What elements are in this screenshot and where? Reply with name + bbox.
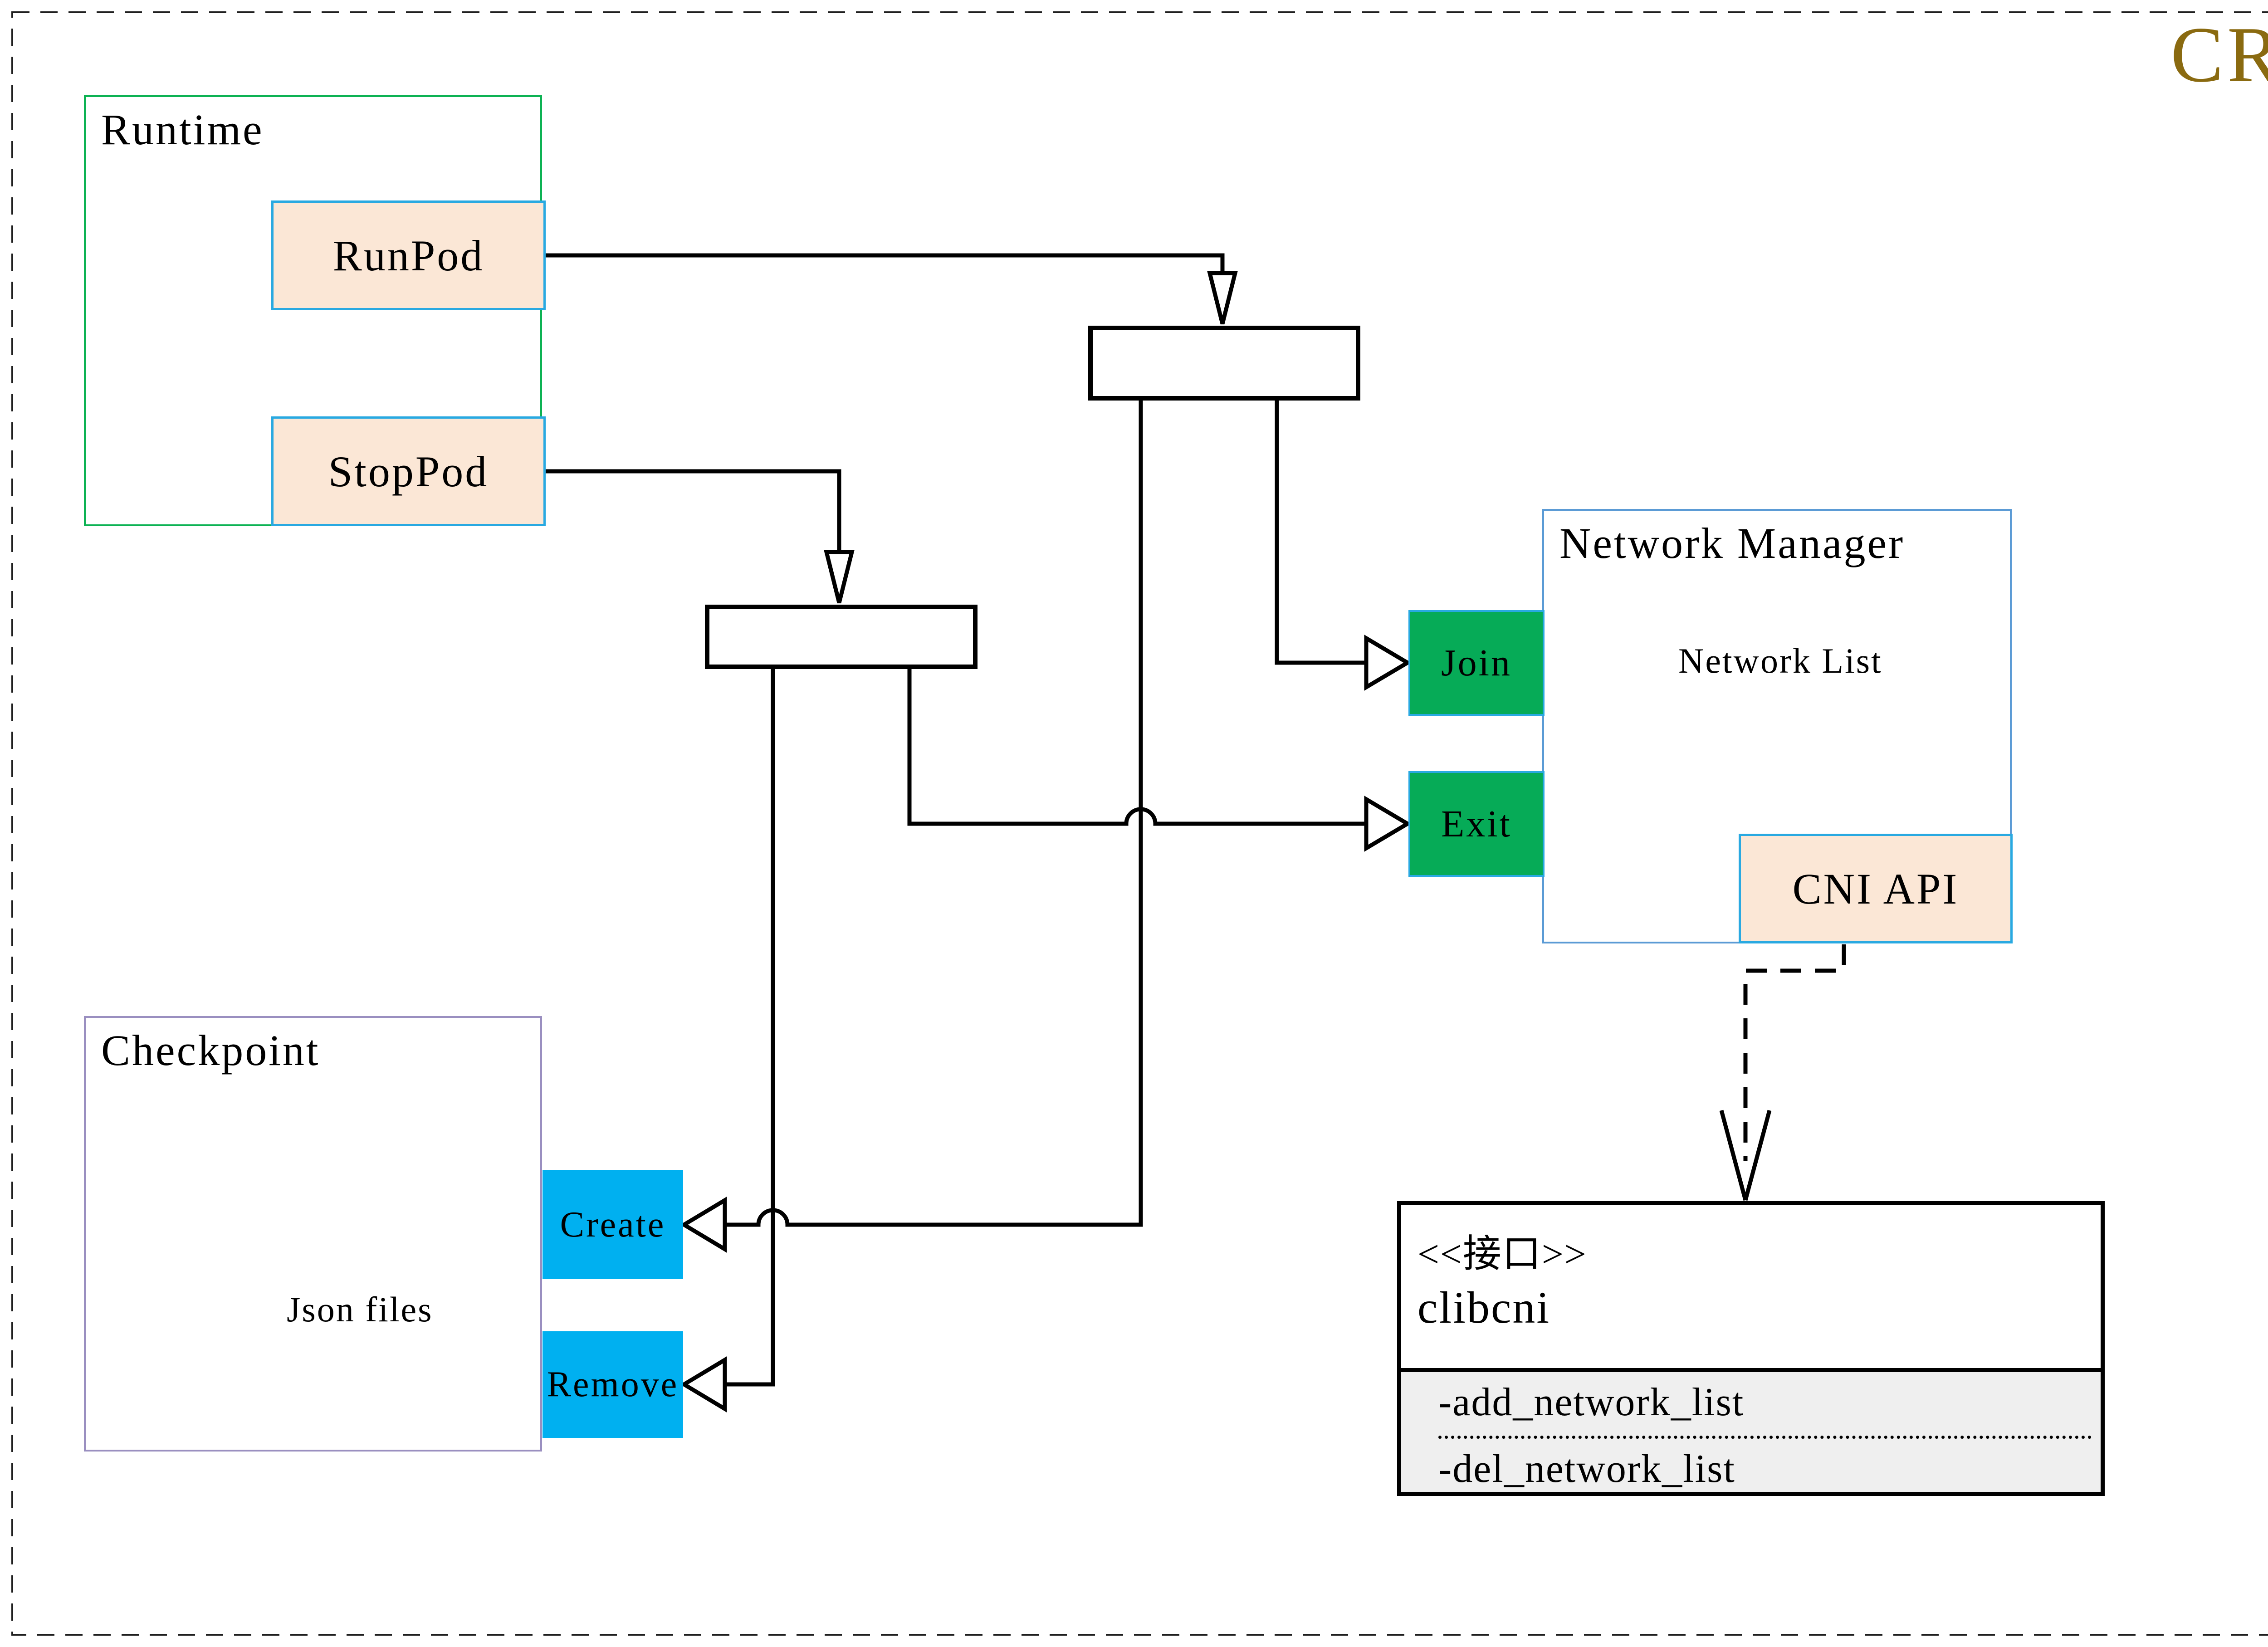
network-manager-title: Network Manager (1559, 519, 1905, 567)
fork1-to-create-connector (725, 401, 1143, 1227)
cri-title-badge: CRI (2170, 10, 2268, 98)
clibcni-name: clibcni (1418, 1282, 1551, 1333)
fork2-funnel-arrowhead-icon (824, 550, 855, 604)
clibcni-header-section: <<接口>> clibcni (1401, 1205, 2101, 1368)
clibcni-stereotype: <<接口>> (1418, 1233, 1587, 1276)
join-hollow-arrowhead-icon (1364, 635, 1412, 691)
stoppod-node: StopPod (271, 416, 546, 526)
clibcni-open-arrowhead-icon (1719, 1109, 1772, 1201)
runpod-to-fork1-connector (546, 253, 1225, 273)
create-node: Create (543, 1170, 683, 1279)
fork1-to-join-connector (1275, 401, 1366, 665)
join-node: Join (1408, 610, 1545, 716)
stoppod-to-fork2-connector (546, 469, 841, 552)
cniapi-to-clibcni-dashed-connector (1743, 944, 1846, 1161)
runtime-title: Runtime (101, 105, 264, 154)
clibcni-interface-class: <<接口>> clibcni -add_network_list -del_ne… (1397, 1201, 2105, 1496)
create-hollow-arrowhead-icon (680, 1197, 727, 1253)
json-files-label: Json files (287, 1290, 433, 1329)
checkpoint-container: Checkpoint (84, 1016, 542, 1452)
exit-hollow-arrowhead-icon (1364, 796, 1412, 852)
exit-node: Exit (1408, 771, 1545, 877)
clibcni-method-del: -del_network_list (1438, 1436, 2092, 1499)
clibcni-method-add: -add_network_list (1438, 1380, 1745, 1424)
remove-hollow-arrowhead-icon (680, 1356, 727, 1412)
page-dashed-border (11, 11, 2268, 1636)
network-list-label: Network List (1678, 641, 1882, 680)
fork-bar-runpod (1088, 326, 1360, 401)
fork-bar-stoppod (705, 605, 978, 669)
clibcni-methods-section: -add_network_list -del_network_list (1401, 1368, 2101, 1492)
fork1-funnel-arrowhead-icon (1207, 271, 1238, 325)
remove-node: Remove (543, 1331, 683, 1438)
cni-api-node: CNI API (1739, 834, 2013, 943)
runpod-node: RunPod (271, 200, 546, 310)
fork2-to-exit-connector (907, 669, 1366, 826)
checkpoint-title: Checkpoint (101, 1026, 320, 1075)
fork2-to-remove-connector (725, 669, 775, 1387)
